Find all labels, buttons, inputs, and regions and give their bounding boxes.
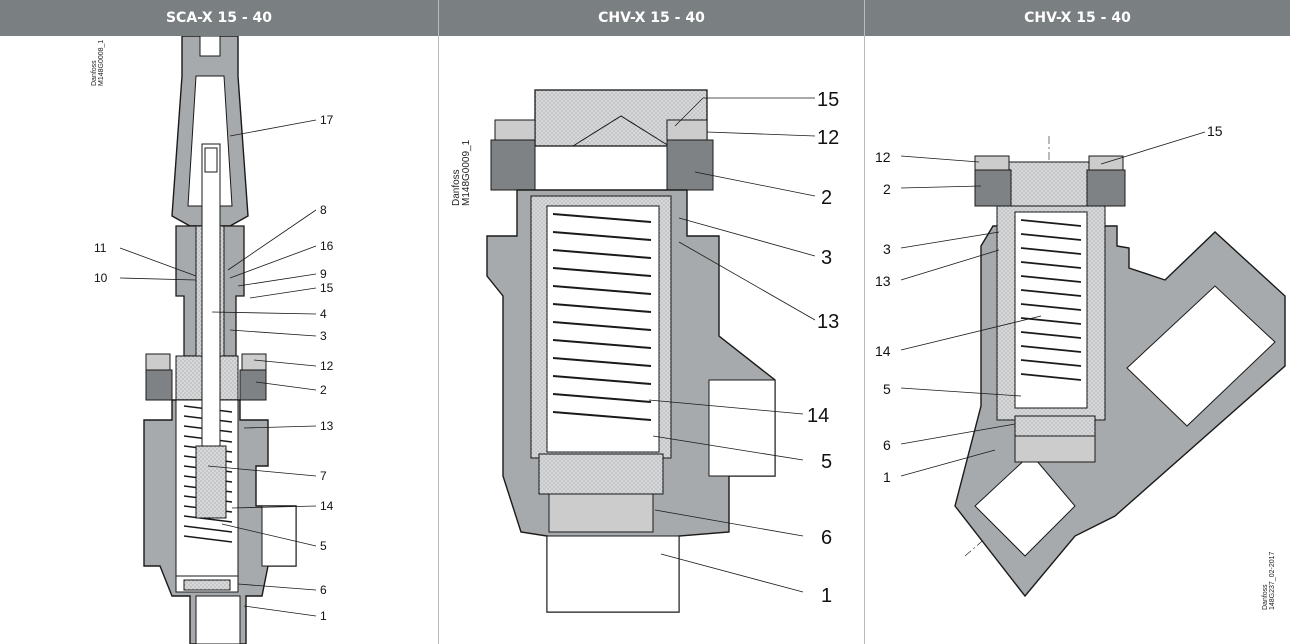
callout-9: 9 [320,267,327,281]
drawing-id-1-line1: Danfoss [91,60,98,86]
callout-10: 10 [94,271,108,285]
seat-6-3 [1014,435,1096,463]
drawing-id-3: Danfoss 148G237_02-2017 [1262,552,1276,610]
leader-lines-1 [119,119,317,617]
callout-15-3: 15 [1207,123,1223,139]
seat-disc-3 [1014,415,1096,437]
panel-1-drawing: Danfoss M148G0008_1 [91,36,334,644]
panel-3-header: CHV-X 15 - 40 [865,0,1290,36]
drawing-id-2-line2: M148G0009_1 [461,139,472,206]
spring-14-2 [552,213,652,421]
nut-left-3 [974,155,1010,171]
callout-16: 16 [320,239,334,253]
callout-6-2: 6 [821,527,832,549]
callout-8: 8 [320,203,327,217]
top-cap-3 [1008,161,1090,207]
nut-right-3 [1088,155,1124,171]
nut-right [241,353,267,371]
cap-inner [187,75,233,207]
callout-11: 11 [94,241,107,255]
callout-12-2: 12 [817,127,839,149]
panel-divider-1 [438,0,439,644]
spindle-4 [201,143,221,447]
callout-2-3: 2 [883,181,891,197]
callout-13-3: 13 [875,273,891,289]
callout-5: 5 [320,539,327,553]
callout-15: 15 [320,281,334,295]
piston-7 [195,445,227,519]
seat-disc-2 [538,453,664,495]
callout-14-2: 14 [807,405,829,427]
inlet-port-3 [974,453,1076,557]
leader-lines-2 [648,97,816,593]
callout-5-3: 5 [883,381,891,397]
spindle-top [204,147,218,173]
nut-right-2 [666,119,708,141]
flange-left-2 [490,139,536,191]
cap-top-slot [199,36,221,57]
leader-lines-3 [900,131,1206,477]
flange-left [145,369,173,401]
seat-disc [183,579,231,591]
spring-14-3 [1020,219,1082,381]
callout-13-2: 13 [817,311,839,333]
drawing-id-2-line1: Danfoss [451,169,462,206]
outlet-port-2 [708,379,776,477]
panel-2-header: CHV-X 15 - 40 [439,0,864,36]
callout-6-3: 6 [883,437,891,453]
callout-2-2: 2 [821,187,832,209]
drawing-id-2: Danfoss M148G0009_1 [451,139,472,206]
cone-marking [572,115,670,147]
callout-17: 17 [320,113,334,127]
callout-14: 14 [320,499,334,513]
nut-left-2 [494,119,536,141]
drawing-id-3-line2: 148G237_02-2017 [1269,552,1276,610]
outlet-port [261,505,297,567]
callout-3-3: 3 [883,241,891,257]
drawing-id-3-line1: Danfoss [1262,584,1269,610]
callout-3: 3 [320,329,327,343]
callout-12-3: 12 [875,149,891,165]
callout-2: 2 [320,383,327,397]
callout-4: 4 [320,307,327,321]
panel-3-drawing: Danfoss 148G237_02-2017 12 2 3 13 14 5 6 [875,123,1286,610]
drawing-id-1-line2: M148G0008_1 [98,40,105,86]
outlet-port-3 [1126,285,1276,427]
drawing-id-1: Danfoss M148G0008_1 [91,40,105,86]
callout-14-3: 14 [875,343,891,359]
inlet-port [195,595,241,644]
flange-left-3 [974,169,1012,207]
callout-7: 7 [320,469,327,483]
callout-1-3: 1 [883,469,891,485]
callout-13: 13 [320,419,334,433]
callout-12: 12 [320,359,334,373]
panel-3-title: CHV-X 15 - 40 [1024,10,1131,26]
panel-1-title: SCA-X 15 - 40 [165,10,273,26]
callout-5-2: 5 [821,451,832,473]
flange-right-3 [1086,169,1126,207]
callout-3-2: 3 [821,247,832,269]
flange-right-2 [666,139,714,191]
panel-1-header: SCA-X 15 - 40 [0,0,438,36]
seat-6-2 [548,493,654,533]
callout-6: 6 [320,583,327,597]
callout-15-2: 15 [817,89,839,111]
panel-2-drawing: Danfoss M148G0009_1 15 12 2 3 13 14 5 [451,89,839,613]
callout-1-2: 1 [821,585,832,607]
flange-right [239,369,267,401]
inlet-port-2 [546,535,680,613]
panel-divider-2 [864,0,865,644]
panel-2-title: CHV-X 15 - 40 [598,10,705,26]
nut-left [145,353,171,371]
callout-1: 1 [320,609,327,623]
